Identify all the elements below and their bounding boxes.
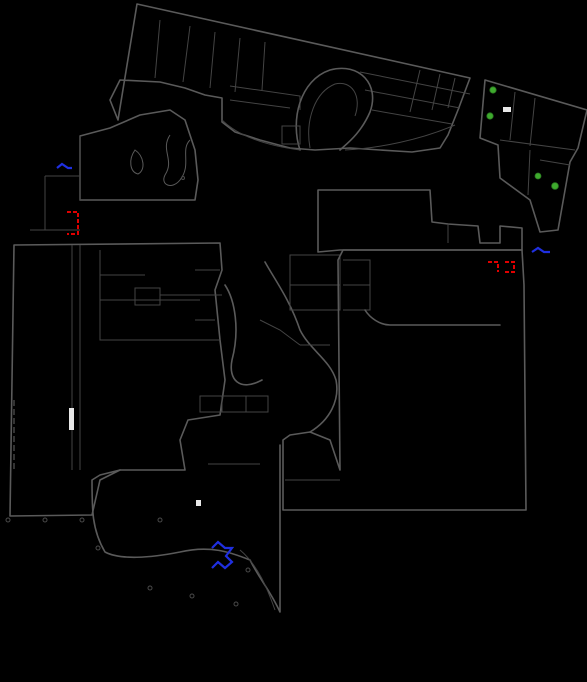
northwest-hall [30, 109, 199, 231]
red-stair-markers [67, 211, 515, 273]
red-stair-marker-west [67, 211, 79, 235]
blue-stair-marker-northwest [56, 162, 72, 170]
east-main-hall [282, 249, 527, 511]
north-central-block [317, 189, 523, 253]
north-wing [109, 3, 471, 153]
blue-stair-marker-south [211, 540, 235, 570]
blue-stair-marker-east [531, 246, 550, 254]
east-annex [479, 79, 587, 233]
blue-stair-markers [56, 162, 550, 570]
exterior-columns [5, 517, 251, 607]
red-stair-marker-east [488, 261, 515, 273]
central-core [199, 254, 341, 465]
south-lobby [91, 444, 281, 613]
west-wing [9, 242, 226, 517]
